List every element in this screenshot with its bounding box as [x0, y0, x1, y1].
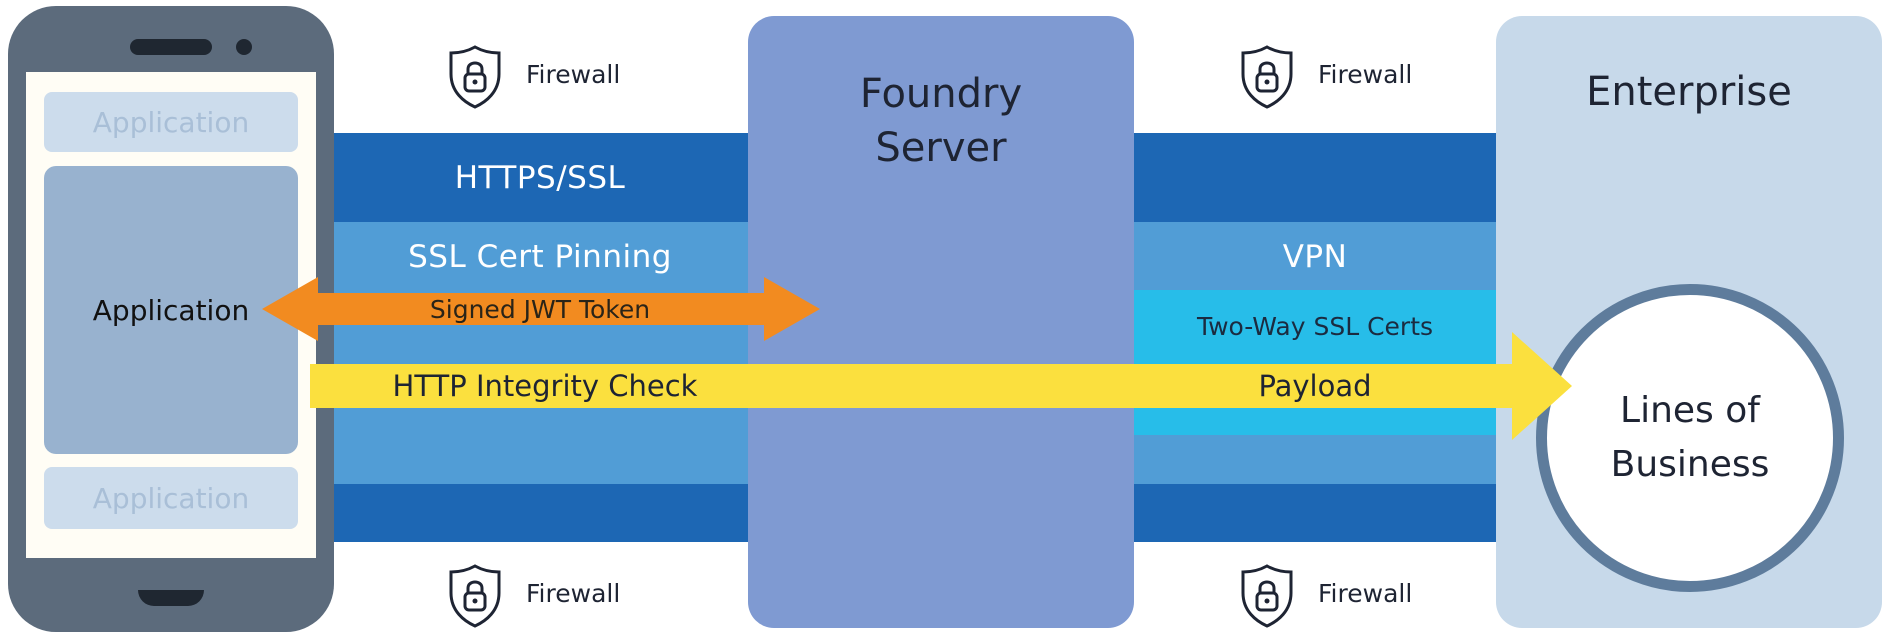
- signed-jwt-arrow: [262, 277, 820, 341]
- server-title-line1: Foundry: [859, 71, 1023, 117]
- app-tile-top: Application: [44, 92, 298, 152]
- foundry-server-block: [748, 16, 1134, 628]
- firewall-label: Firewall: [1318, 60, 1413, 89]
- two-way-ssl-label: Two-Way SSL Certs: [1196, 311, 1434, 341]
- firewall-label: Firewall: [526, 60, 621, 89]
- lines-of-business-circle: [1536, 284, 1844, 592]
- app-tile-main: Application: [44, 166, 298, 454]
- server-title: Foundry Server: [748, 66, 1134, 176]
- firewall-right-top: Firewall: [1240, 44, 1440, 110]
- firewall-right-bottom: Firewall: [1240, 563, 1440, 629]
- firewall-label: Firewall: [526, 579, 621, 608]
- shield-lock-icon: [1241, 45, 1293, 109]
- payload-label: Payload: [1258, 369, 1372, 403]
- enterprise-title: Enterprise: [1586, 69, 1792, 115]
- ssl-cert-pinning-label: SSL Cert Pinning: [408, 239, 672, 275]
- firewall-left-bottom: Firewall: [448, 563, 648, 629]
- right-band-two-way-ssl: [1130, 290, 1500, 435]
- app-tile-bottom: Application: [44, 467, 298, 529]
- double-arrow-icon: [262, 277, 820, 341]
- left-band-pinning: [320, 222, 750, 484]
- firewall-left-top: Firewall: [448, 44, 648, 110]
- shield-lock-icon: [449, 564, 501, 628]
- phone-camera: [236, 39, 252, 55]
- phone-speaker: [130, 39, 212, 55]
- phone-home-button: [138, 590, 204, 606]
- lines-of-business-label: Lines of Business: [1536, 284, 1844, 592]
- server-title-line2: Server: [875, 125, 1007, 171]
- http-integrity-check-label: HTTP Integrity Check: [392, 369, 698, 403]
- signed-jwt-token-label: Signed JWT Token: [429, 294, 651, 324]
- vpn-label: VPN: [1282, 239, 1348, 275]
- shield-lock-icon: [449, 45, 501, 109]
- lob-line1: Lines of: [1620, 390, 1760, 431]
- firewall-label: Firewall: [1318, 579, 1413, 608]
- right-arrow-icon: [310, 332, 1572, 440]
- lob-line2: Business: [1610, 444, 1770, 485]
- payload-arrow: [310, 332, 1572, 440]
- https-ssl-label: HTTPS/SSL: [454, 160, 626, 196]
- shield-lock-icon: [1241, 564, 1293, 628]
